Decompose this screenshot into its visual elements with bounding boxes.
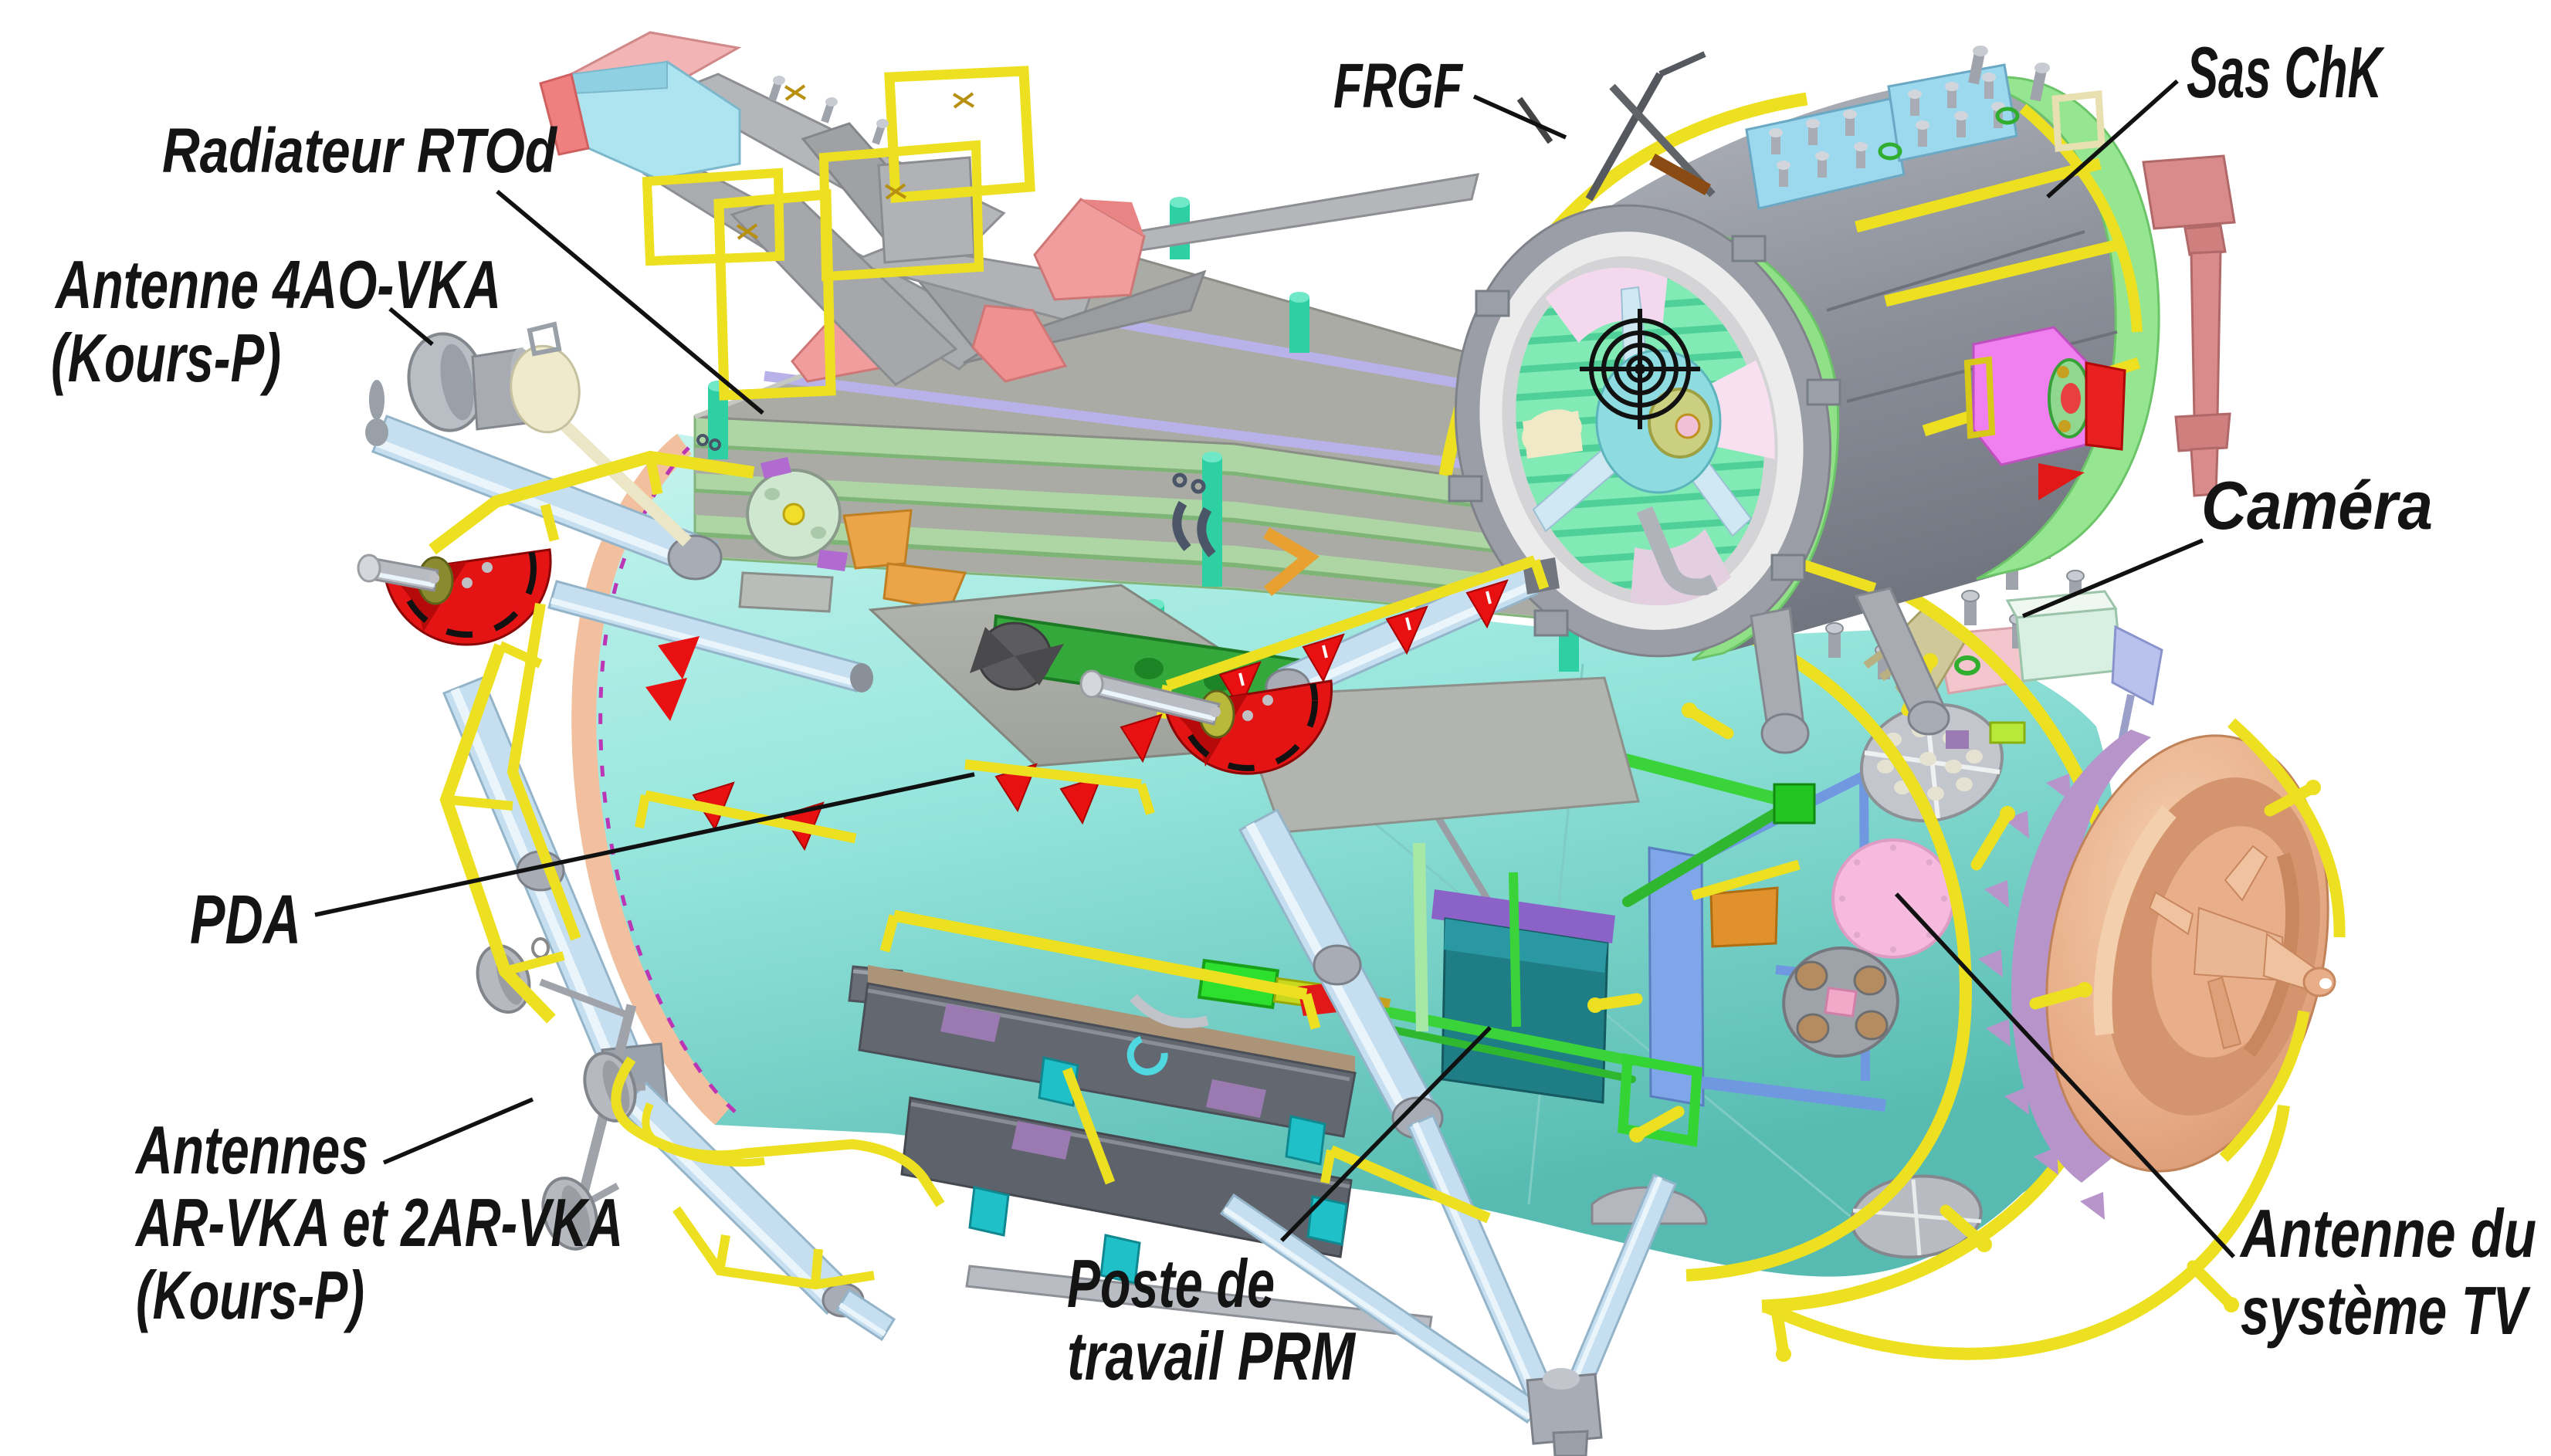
svg-text:travail PRM: travail PRM (1067, 1318, 1356, 1394)
svg-text:Sas ChK: Sas ChK (2187, 32, 2385, 113)
svg-text:Antenne du: Antenne du (2239, 1195, 2536, 1271)
svg-text:Antennes: Antennes (134, 1112, 368, 1188)
svg-text:Antenne 4AO-VKA: Antenne 4AO-VKA (55, 246, 501, 323)
svg-text:AR-VKA et 2AR-VKA: AR-VKA et 2AR-VKA (135, 1184, 623, 1261)
svg-text:FRGF: FRGF (1333, 51, 1463, 121)
svg-text:PDA: PDA (190, 882, 301, 959)
svg-text:(Kours-P): (Kours-P) (136, 1257, 364, 1333)
svg-text:(Kours-P): (Kours-P) (51, 320, 281, 396)
svg-text:Radiateur RTOd: Radiateur RTOd (162, 116, 558, 186)
svg-text:système TV: système TV (2241, 1272, 2531, 1349)
svg-text:Poste de: Poste de (1067, 1245, 1275, 1322)
svg-text:Caméra: Caméra (2201, 467, 2433, 543)
